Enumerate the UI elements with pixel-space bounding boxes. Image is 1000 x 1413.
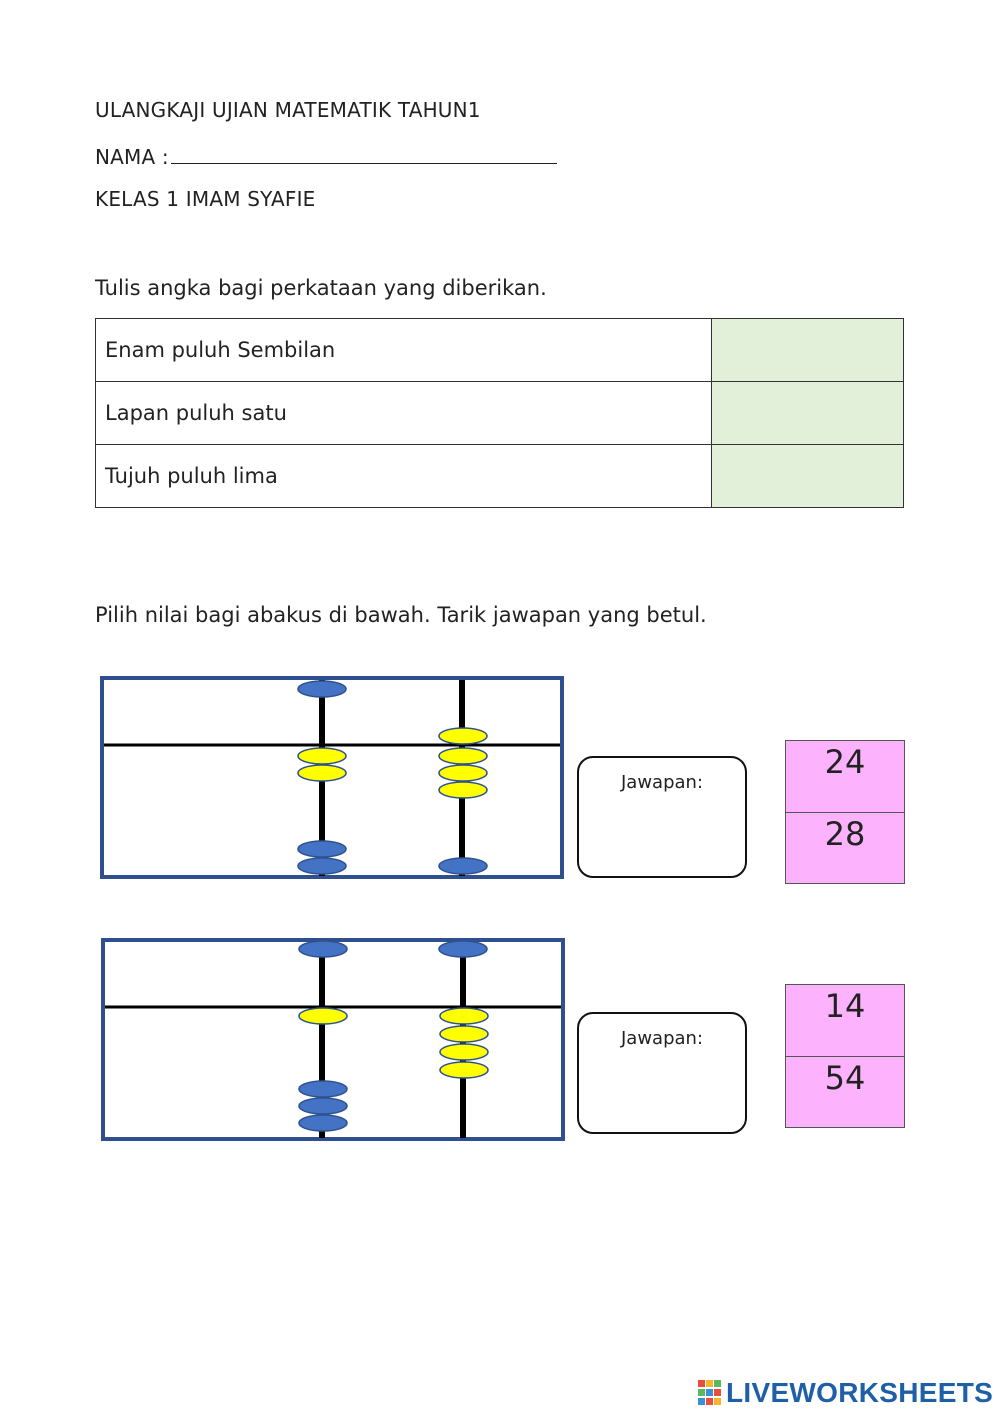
bead-yellow [438,747,488,765]
draggable-option[interactable]: 54 [786,1056,904,1127]
name-blank-line [170,143,557,164]
bead-blue [298,1097,348,1115]
answer-options-1: 24 28 [785,740,905,884]
table-row: Enam puluh Sembilan [95,318,904,382]
number-word: Lapan puluh satu [95,381,712,445]
bead-blue [298,1114,348,1132]
bead-blue [297,840,347,858]
brand-name: LIVEWORKSHEETS [726,1377,994,1408]
answer-options-2: 14 54 [785,984,905,1128]
bead-yellow [297,764,347,782]
abacus-2 [101,938,565,1141]
answer-drop-zone-1[interactable]: Jawapan: [577,756,747,878]
bead-yellow [439,1061,489,1079]
liveworksheets-logo-icon [698,1380,721,1405]
bead-blue [298,1080,348,1098]
answer-label: Jawapan: [620,1028,704,1049]
bead-yellow [438,764,488,782]
number-words-table: Enam puluh Sembilan Lapan puluh satu Tuj… [95,318,904,508]
bead-blue [438,940,488,958]
answer-drop-zone-2[interactable]: Jawapan: [577,1012,747,1134]
number-word: Enam puluh Sembilan [95,318,712,382]
answer-input-cell[interactable] [711,318,904,382]
bead-blue [297,680,347,698]
number-word: Tujuh puluh lima [95,444,712,508]
bead-blue [438,857,488,875]
class-label: KELAS 1 IMAM SYAFIE [95,187,316,211]
name-row: NAMA : [95,143,557,169]
table-row: Tujuh puluh lima [95,444,904,508]
draggable-option[interactable]: 24 [824,743,866,781]
bead-yellow [439,1043,489,1061]
section1-instruction: Tulis angka bagi perkataan yang diberika… [95,276,547,300]
bead-yellow [438,781,488,799]
answer-input-cell[interactable] [711,381,904,445]
liveworksheets-brand: LIVEWORKSHEETS [698,1377,994,1408]
draggable-option[interactable]: 14 [824,987,866,1025]
worksheet-title: ULANGKAJI UJIAN MATEMATIK TAHUN1 [95,98,481,122]
draggable-option[interactable]: 28 [786,812,904,883]
abacus-1 [100,676,564,879]
answer-input-cell[interactable] [711,444,904,508]
table-row: Lapan puluh satu [95,381,904,445]
bead-yellow [439,1007,489,1025]
answer-label: Jawapan: [620,772,704,793]
bead-yellow [297,747,347,765]
bead-yellow [438,727,488,745]
bead-blue [298,940,348,958]
bead-blue [297,857,347,875]
bead-yellow [298,1007,348,1025]
section2-instruction: Pilih nilai bagi abakus di bawah. Tarik … [95,603,707,627]
name-label: NAMA : [95,145,169,169]
bead-yellow [439,1025,489,1043]
